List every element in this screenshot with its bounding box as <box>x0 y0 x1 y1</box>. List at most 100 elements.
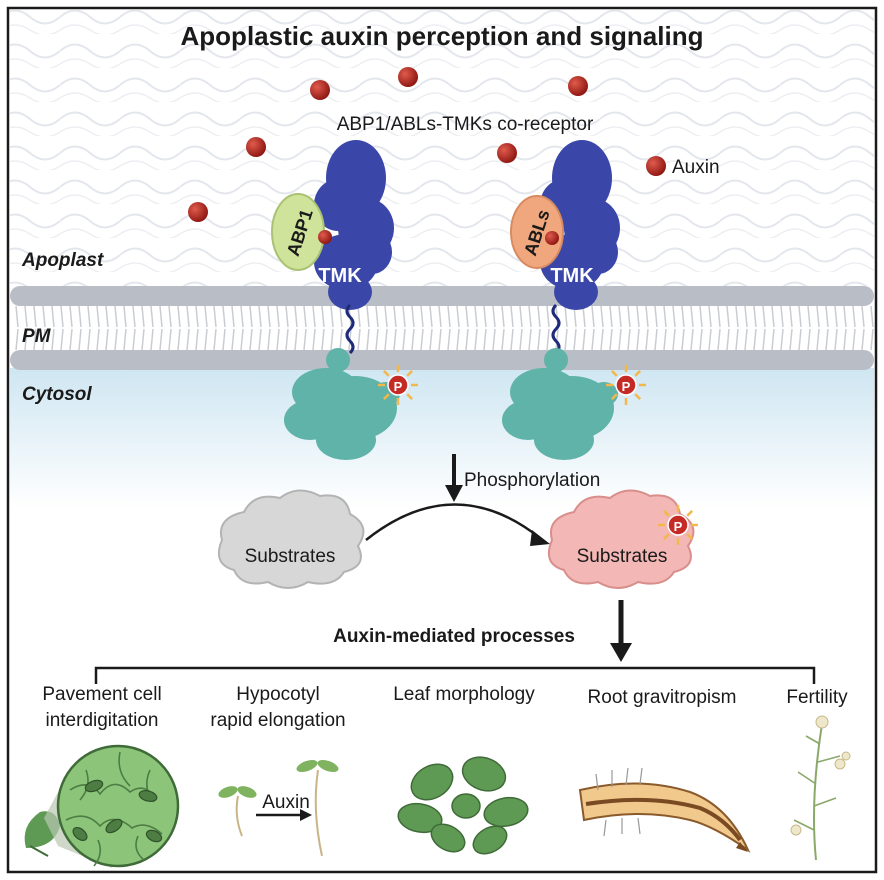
lipid-tail <box>294 328 298 351</box>
lipid-tail <box>276 328 280 351</box>
lipid-tail <box>222 328 226 351</box>
lipid-tail <box>762 305 766 328</box>
lipid-tail <box>24 305 28 328</box>
lipid-tail <box>834 328 838 351</box>
lipid-tail <box>429 328 433 351</box>
lipid-tail <box>483 305 487 328</box>
lipid-tail <box>60 328 64 351</box>
lipid-tail <box>582 305 586 328</box>
highlight-ray <box>662 533 670 541</box>
lipid-tail <box>825 328 829 351</box>
lipid-tail <box>645 328 649 351</box>
lipid-tail <box>87 305 91 328</box>
auxin-molecule <box>310 80 330 100</box>
lipid-tail <box>690 305 694 328</box>
process-bracket <box>94 666 816 684</box>
lipid-tail <box>627 305 631 328</box>
lipid-tail <box>141 328 145 351</box>
lipid-tail <box>87 328 91 351</box>
region-label-cytosol: Cytosol <box>22 384 92 405</box>
lipid-tail <box>735 328 739 351</box>
fertility-illustration <box>790 715 851 861</box>
lipid-tail <box>474 328 478 351</box>
phosphorylation-arrow <box>445 454 463 502</box>
lipid-tail <box>807 305 811 328</box>
highlight-ray <box>634 369 642 377</box>
process-label-pavement: Pavement cell <box>42 684 161 705</box>
auxin-legend-icon <box>646 156 666 176</box>
tmk-extracellular-domain <box>314 140 394 310</box>
lipid-tail <box>159 305 163 328</box>
lipid-tail <box>582 328 586 351</box>
lipid-tail <box>510 305 514 328</box>
lipid-tail <box>168 305 172 328</box>
lipid-tail <box>375 305 379 328</box>
lipid-tail <box>69 328 73 351</box>
lipid-tail <box>168 328 172 351</box>
lipid-tail <box>249 328 253 351</box>
lipid-tail <box>501 328 505 351</box>
lipid-tail <box>96 328 100 351</box>
lipid-tail <box>123 328 127 351</box>
region-label-apoplast: Apoplast <box>21 250 104 271</box>
lipid-tail <box>717 305 721 328</box>
lipid-tail <box>780 328 784 351</box>
lipid-tail <box>195 328 199 351</box>
lipid-tail <box>861 305 865 328</box>
lipid-tail <box>222 305 226 328</box>
lipid-tail <box>240 305 244 328</box>
figure-title: Apoplastic auxin perception and signalin… <box>181 21 704 51</box>
lipid-tail <box>276 305 280 328</box>
lipid-tail <box>132 305 136 328</box>
lipid-tail <box>636 328 640 351</box>
abp1-protein: ABP1 <box>271 193 332 271</box>
lipid-tail <box>186 305 190 328</box>
lipid-tail <box>159 328 163 351</box>
lipid-tail <box>789 328 793 351</box>
transmembrane-helix <box>345 303 355 355</box>
lipid-tail <box>285 305 289 328</box>
conversion-arrow <box>365 503 550 546</box>
lipid-tail <box>51 305 55 328</box>
processes-arrow <box>610 600 632 662</box>
lipid-tail <box>69 305 73 328</box>
lipid-tail <box>60 305 64 328</box>
lipid-tail <box>411 305 415 328</box>
lipid-tail <box>519 328 523 351</box>
lipid-tail <box>645 305 649 328</box>
lipid-tail <box>114 305 118 328</box>
auxin-molecule <box>188 202 208 222</box>
lipid-tail <box>546 305 550 328</box>
lipid-tail <box>150 328 154 351</box>
lipid-tail <box>537 328 541 351</box>
lipid-tail <box>267 328 271 351</box>
lipid-tail <box>798 328 802 351</box>
lipid-tail <box>330 328 334 351</box>
lipid-tail <box>123 305 127 328</box>
lipid-tail <box>753 328 757 351</box>
phospho-glyph: P <box>394 379 403 394</box>
auxin-molecule <box>568 76 588 96</box>
lipid-tail <box>285 328 289 351</box>
lipid-tail <box>33 328 37 351</box>
lipid-tail <box>672 305 676 328</box>
lipid-tail <box>249 305 253 328</box>
lipid-tail <box>843 328 847 351</box>
lipid-tail <box>393 328 397 351</box>
lipid-tail <box>690 328 694 351</box>
lipid-tail <box>663 305 667 328</box>
auxin-molecule <box>398 67 418 87</box>
lipid-tail <box>483 328 487 351</box>
lipid-tail <box>24 328 28 351</box>
lipid-tail <box>141 305 145 328</box>
lipid-tail <box>186 328 190 351</box>
lipid-tail <box>753 305 757 328</box>
lipid-tail <box>420 328 424 351</box>
lipid-tail <box>258 328 262 351</box>
highlight-ray <box>406 393 414 401</box>
root-illustration <box>578 767 751 853</box>
lipid-tail <box>105 328 109 351</box>
lipid-tail <box>375 328 379 351</box>
phospho-glyph: P <box>674 519 683 534</box>
